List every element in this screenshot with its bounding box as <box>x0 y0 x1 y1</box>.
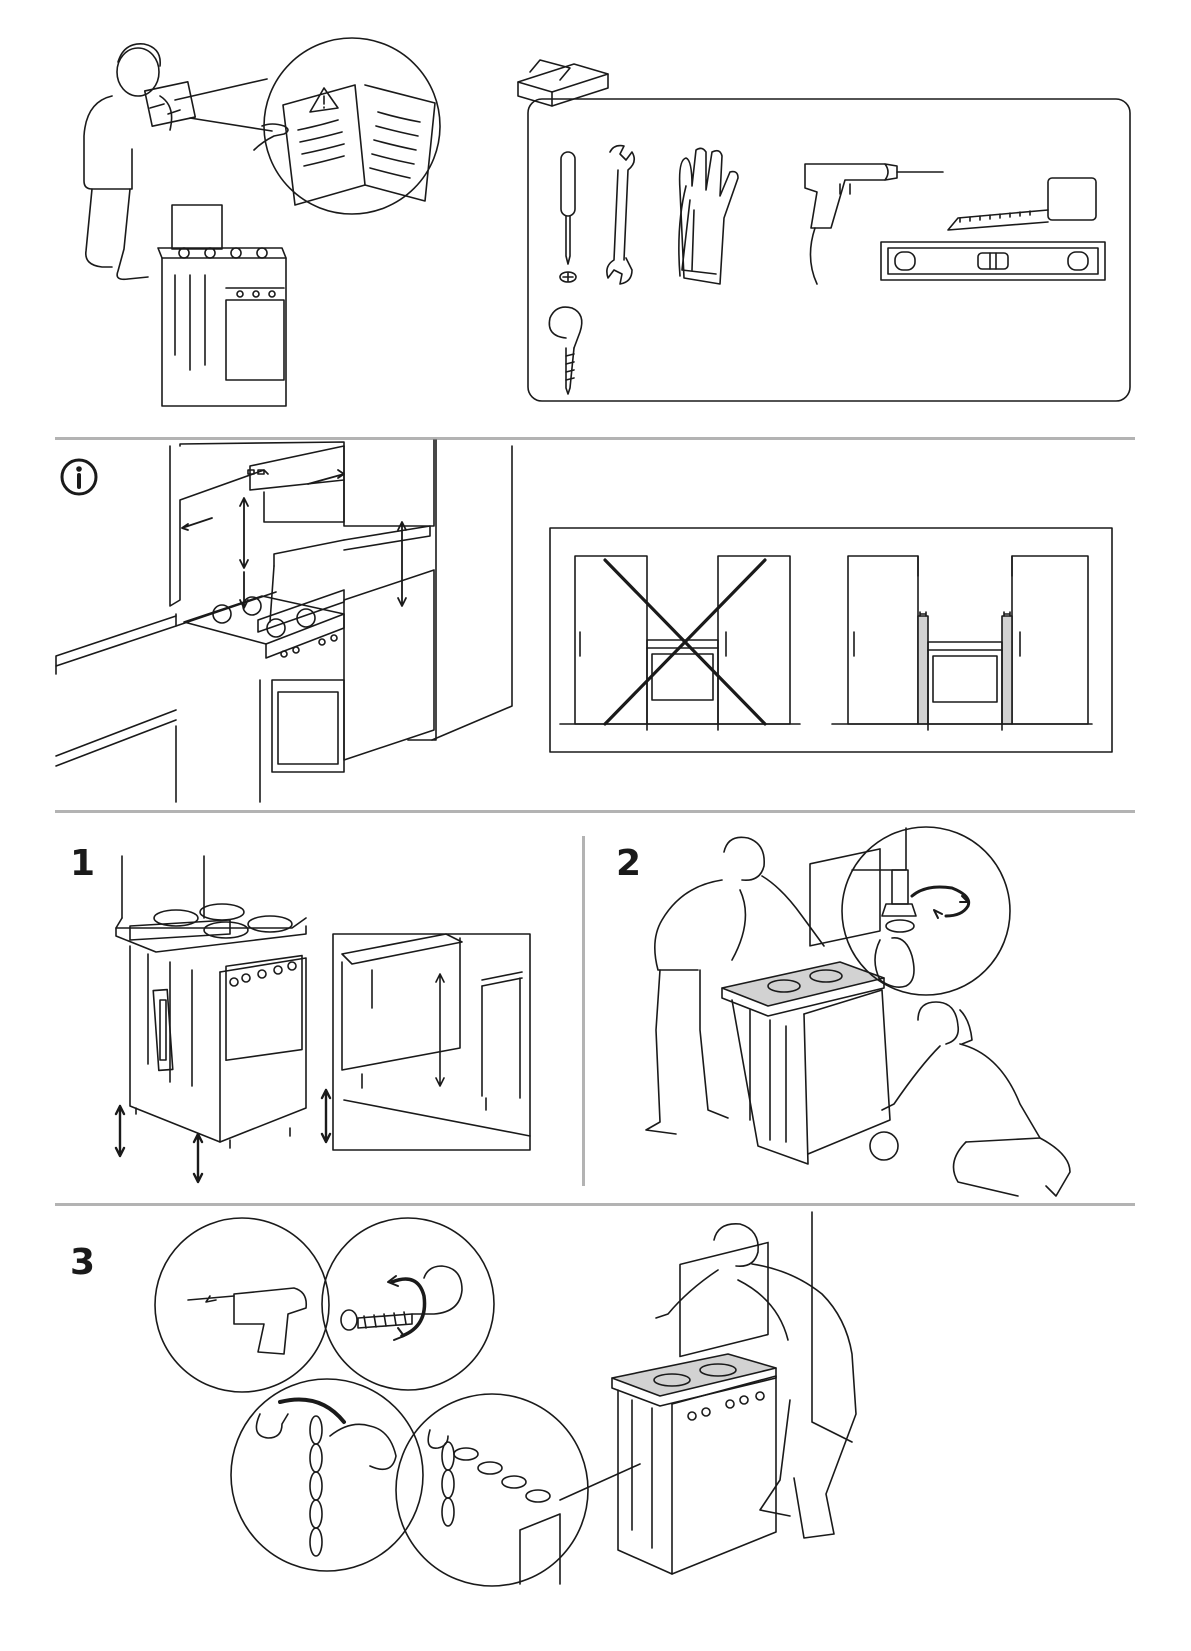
incorrect-installation <box>560 556 800 730</box>
step3-chain-detail-right <box>396 1394 588 1586</box>
wrench-icon <box>607 146 634 284</box>
correct-installation <box>832 556 1092 730</box>
step3-hook-detail <box>322 1218 494 1390</box>
screwdriver-icon <box>560 152 576 282</box>
tape-measure-icon <box>948 178 1096 230</box>
step3-chain-detail-left <box>231 1379 423 1571</box>
step1-adjust-arrows <box>116 1090 330 1182</box>
step3-cooker-and-person <box>560 1212 856 1574</box>
kitchen-scene <box>56 440 512 802</box>
step1-cooker-level <box>116 856 306 1148</box>
person-reading-manual <box>84 44 195 280</box>
tools-panel-frame <box>528 99 1130 401</box>
installation-comparison-box <box>550 528 1112 752</box>
drill-icon <box>805 164 943 284</box>
cooker-illustration-a <box>158 205 286 406</box>
clearance-arrows <box>182 470 406 608</box>
gloves-icon <box>679 148 738 284</box>
step1-height-detail <box>333 934 530 1150</box>
step2-person-kneeling <box>870 1002 1070 1196</box>
step3-drill-detail <box>155 1218 329 1392</box>
info-icon <box>62 460 96 494</box>
hook-screw-icon <box>549 307 581 394</box>
spirit-level-icon <box>881 242 1105 280</box>
manual-zoom-circle <box>175 38 440 214</box>
step2-cooker-tilted <box>722 849 890 1164</box>
